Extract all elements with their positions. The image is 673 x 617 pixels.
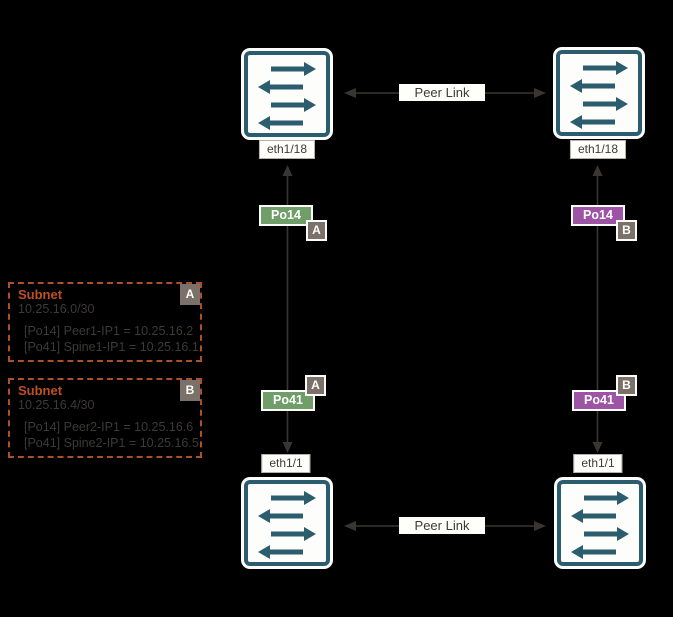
- subnet-b-corner-badge: B: [180, 380, 200, 401]
- po41-badge-right: Po41: [572, 390, 626, 411]
- subnet-entry: [Po14] Peer1-IP1 = 10.25.16.2: [24, 324, 194, 338]
- subnet-b-tag-badge: B: [616, 220, 637, 241]
- arrow-up-icon: [282, 165, 293, 176]
- arrow-left-icon: [344, 88, 356, 98]
- switch-node-top-left: [244, 51, 330, 137]
- switch-node-top-right: [556, 50, 642, 136]
- subnet-b-tag-badge: B: [616, 375, 637, 396]
- peer-link-label-bottom: Peer Link: [399, 517, 485, 534]
- port-label-eth1-1-left: eth1/1: [261, 454, 311, 473]
- subnet-entry: [Po41] Spine1-IP1 = 10.25.16.1: [24, 340, 199, 354]
- subnet-title: Subnet: [18, 287, 63, 302]
- subnet-entry: [Po14] Peer2-IP1 = 10.25.16.6: [24, 420, 194, 434]
- po41-badge-left: Po41: [261, 390, 315, 411]
- subnet-title: Subnet: [18, 383, 63, 398]
- subnet-cidr: 10.25.16.4/30: [18, 398, 95, 412]
- peer-link-label-top: Peer Link: [399, 84, 485, 101]
- subnet-a-corner-badge: A: [180, 284, 200, 305]
- switch-icon: [258, 62, 316, 130]
- arrow-right-icon: [534, 88, 546, 98]
- switch-icon: [258, 491, 316, 559]
- subnet-cidr: 10.25.16.0/30: [18, 302, 95, 316]
- subnet-a-tag-badge: A: [305, 375, 326, 396]
- arrow-down-icon: [592, 442, 603, 453]
- switch-node-bottom-left: [244, 480, 330, 566]
- po14-badge-left: Po14: [259, 205, 313, 226]
- arrow-down-icon: [282, 442, 293, 453]
- arrow-left-icon: [344, 521, 356, 531]
- subnet-box-a: Subnet 10.25.16.0/30 [Po14] Peer1-IP1 = …: [8, 282, 202, 362]
- port-label-eth1-1-right: eth1/1: [573, 454, 623, 473]
- arrow-up-icon: [592, 165, 603, 176]
- arrow-right-icon: [534, 521, 546, 531]
- subnet-a-tag-badge: A: [306, 220, 327, 241]
- switch-icon: [570, 61, 628, 129]
- switch-icon: [571, 491, 629, 559]
- port-label-eth1-18-right: eth1/18: [569, 140, 627, 159]
- port-label-eth1-18-left: eth1/18: [258, 140, 316, 159]
- po14-badge-right: Po14: [571, 205, 625, 226]
- subnet-box-b: Subnet 10.25.16.4/30 [Po14] Peer2-IP1 = …: [8, 378, 202, 458]
- switch-node-bottom-right: [557, 480, 643, 566]
- subnet-entry: [Po41] Spine2-IP1 = 10.25.16.5: [24, 436, 199, 450]
